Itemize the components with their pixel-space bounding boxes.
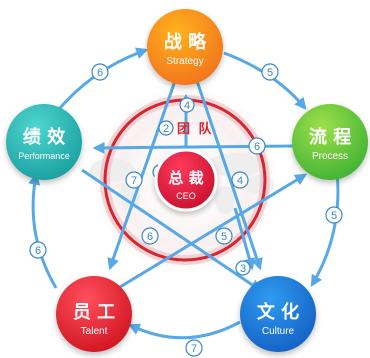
- badge-6-performance-side: 6: [29, 241, 47, 259]
- world-map-decoration: [90, 153, 274, 214]
- svg-text:6: 6: [254, 141, 260, 153]
- node-process-title: 流 程: [309, 126, 351, 148]
- node-performance-subtitle: Performance: [18, 151, 70, 161]
- arrow-ceo-to-culture: [233, 207, 256, 271]
- node-ceo-title: 总 裁: [168, 169, 203, 187]
- node-ceo: [154, 148, 218, 212]
- arrow-culture-to-talent: [127, 320, 241, 340]
- arrow-talent-to-performance: [28, 172, 58, 289]
- svg-text:6: 6: [35, 245, 41, 257]
- badge-4-right: 4: [231, 171, 249, 189]
- badge-6-left: 6: [91, 63, 109, 81]
- svg-text:5: 5: [331, 210, 337, 222]
- arrow-performance-to-culture: [81, 168, 262, 292]
- svg-text:7: 7: [131, 175, 137, 187]
- arrow-strategy-to-culture: [194, 77, 263, 271]
- svg-text:3: 3: [240, 263, 246, 275]
- badge-5-center: 5: [215, 227, 233, 245]
- arrow-strategy-to-process: [223, 51, 307, 110]
- team-label: 2 团 队: [158, 120, 214, 137]
- badge-7-bottom: 7: [185, 339, 203, 357]
- arrow-talent-to-process: [114, 173, 308, 292]
- badge-5-culture-side: 5: [325, 206, 343, 224]
- node-strategy: [147, 9, 223, 85]
- svg-text:团 队: 团 队: [177, 122, 214, 137]
- svg-text:2: 2: [163, 123, 169, 135]
- arrow-process-to-performance: [92, 141, 297, 154]
- node-culture: [240, 276, 316, 352]
- svg-text:7: 7: [191, 343, 197, 355]
- node-culture-subtitle: Culture: [262, 326, 295, 337]
- badge-4-top: 4: [179, 97, 195, 113]
- svg-text:5: 5: [221, 231, 227, 243]
- svg-text:6: 6: [147, 231, 153, 243]
- node-talent-subtitle: Talent: [81, 326, 108, 337]
- node-talent-title: 员 工: [73, 302, 115, 323]
- badge-7-left: 7: [125, 171, 143, 189]
- node-ceo-subtitle: CEO: [176, 191, 196, 201]
- svg-text:4: 4: [184, 100, 190, 112]
- node-process-subtitle: Process: [312, 151, 348, 162]
- svg-text:6: 6: [97, 67, 103, 79]
- node-culture-title: 文 化: [257, 301, 299, 323]
- badge-3: 3: [235, 260, 251, 276]
- svg-text:5: 5: [267, 67, 273, 79]
- arrow-process-to-culture: [310, 162, 340, 288]
- node-talent: [56, 276, 132, 352]
- badge-6-center: 6: [141, 227, 159, 245]
- badge-5-right: 5: [261, 63, 279, 81]
- svg-text:4: 4: [237, 175, 243, 187]
- node-performance-title: 绩 效: [23, 126, 66, 148]
- node-strategy-title: 战 略: [164, 31, 207, 53]
- badge-6-process: 6: [248, 137, 266, 155]
- node-strategy-subtitle: Strategy: [166, 56, 203, 67]
- node-performance: [6, 104, 82, 180]
- arrow-strategy-to-talent: [107, 77, 178, 271]
- node-process: [292, 104, 368, 180]
